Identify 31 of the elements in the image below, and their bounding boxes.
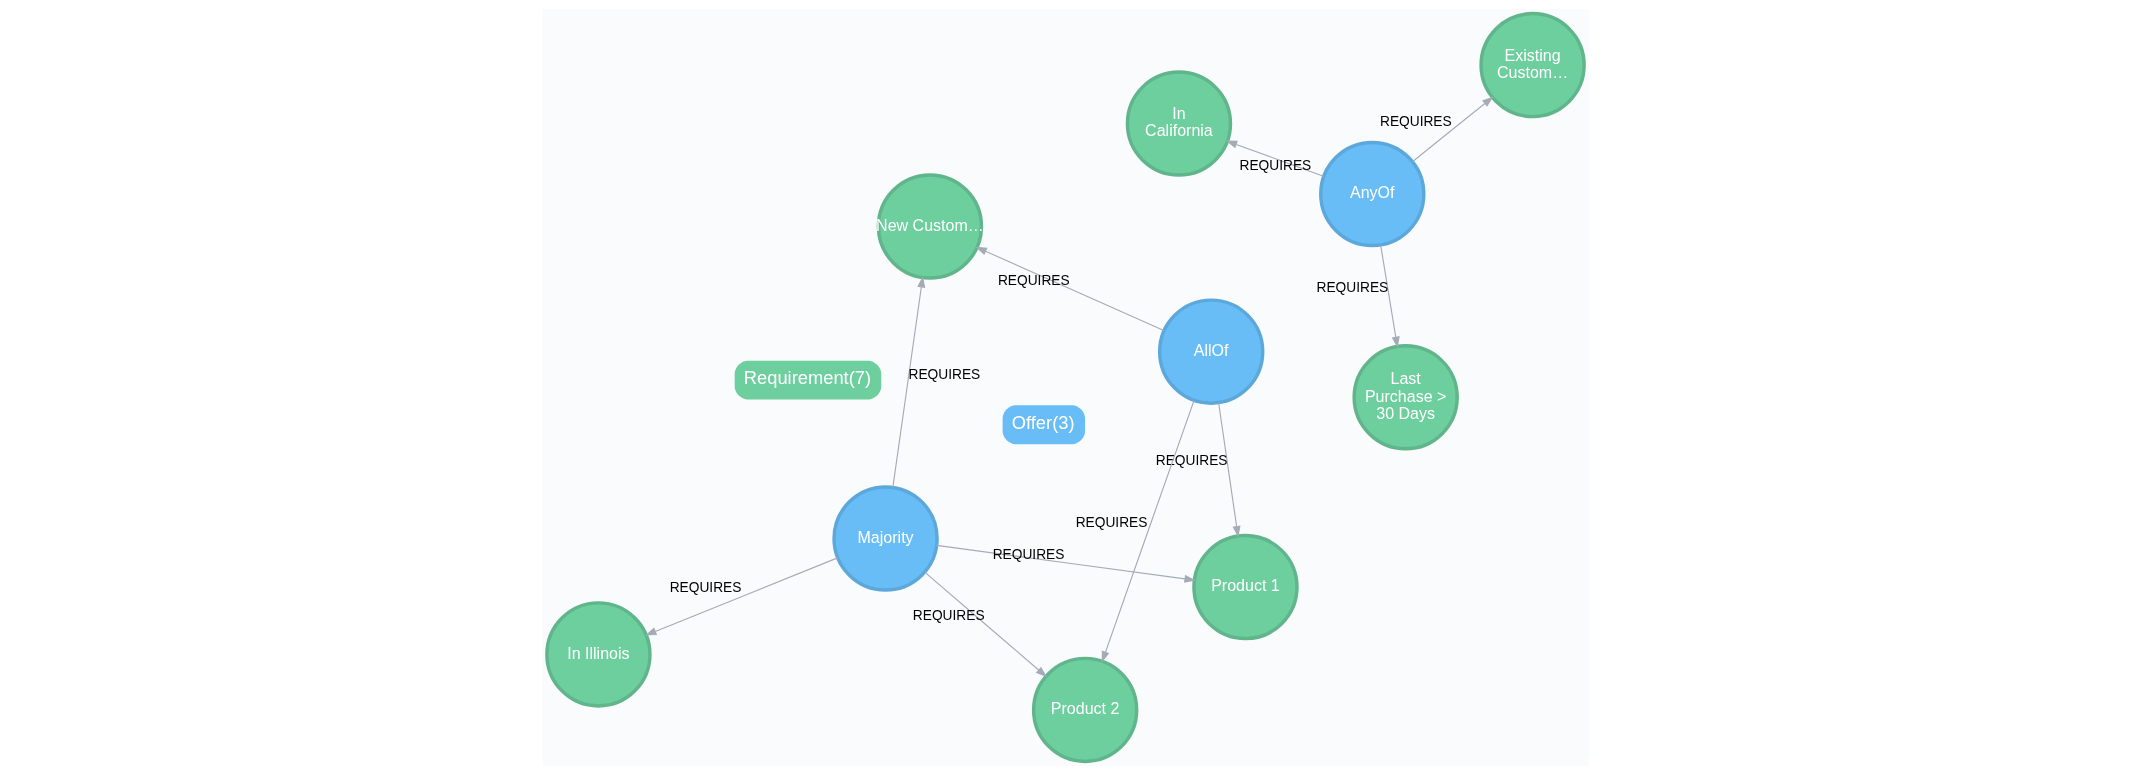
arrow (1379, 244, 1400, 348)
node-circle: New Custom… (876, 172, 983, 280)
edge-label: REQUIRES (908, 366, 980, 382)
node-circle: In Illinois (544, 600, 652, 708)
edge-label: REQUIRES (912, 607, 985, 623)
edge-label: REQUIRES (669, 579, 741, 595)
arrow (1225, 140, 1324, 177)
legend-label: Requirement(7) (743, 366, 871, 388)
edge-label: REQUIRES (1075, 514, 1147, 530)
node-circle: Last Purchase > 30 Days (1351, 343, 1459, 451)
arrow (974, 246, 1164, 331)
legend-label: Offer(3) (1011, 411, 1075, 433)
edge-label: REQUIRES (1379, 113, 1452, 129)
arrow (1411, 96, 1493, 162)
node-circle: AllOf (1157, 297, 1264, 405)
arrow (923, 571, 1047, 677)
node-circle: Product 2 (1031, 656, 1138, 763)
edge-label: REQUIRES (997, 272, 1070, 288)
node-circle: Majority (831, 484, 939, 592)
node-circle: Product 1 (1191, 533, 1299, 640)
arrow (1217, 401, 1241, 537)
arrow (1101, 399, 1195, 663)
arrow (644, 556, 838, 636)
arrow (891, 275, 925, 488)
edge-label: REQUIRES (1316, 279, 1388, 295)
edge-label: REQUIRES (992, 546, 1064, 562)
arrow (935, 544, 1196, 583)
edge-label: REQUIRES (1155, 452, 1228, 468)
node-circle: In California (1125, 69, 1232, 177)
node-circle: AnyOf (1318, 140, 1425, 247)
edge-label: REQUIRES (1238, 157, 1311, 173)
